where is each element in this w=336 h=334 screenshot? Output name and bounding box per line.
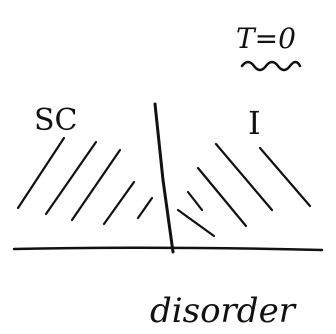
sc-hatch-line xyxy=(102,180,136,226)
phase-boundary-line xyxy=(153,102,175,254)
sc-hatch-line xyxy=(16,136,66,210)
insulator-hatch-line xyxy=(214,142,274,212)
superconductor-label: SC xyxy=(34,103,78,138)
disorder-axis-label: disorder xyxy=(150,291,297,331)
insulator-hatch-line xyxy=(196,166,248,228)
sc-hatch-line xyxy=(44,140,98,216)
insulator-hatch-line xyxy=(258,146,312,208)
insulator-label: I xyxy=(248,104,261,142)
superconductor-hatching xyxy=(16,136,154,226)
temperature-label: T=0 xyxy=(236,22,296,55)
insulator-hatch-line xyxy=(176,208,216,238)
sc-hatch-line xyxy=(136,196,154,220)
insulator-hatch-line xyxy=(186,190,204,212)
sc-hatch-line xyxy=(70,148,122,222)
insulator-hatching xyxy=(176,142,312,238)
temperature-wavy-underline xyxy=(240,60,302,72)
disorder-axis xyxy=(12,246,324,252)
